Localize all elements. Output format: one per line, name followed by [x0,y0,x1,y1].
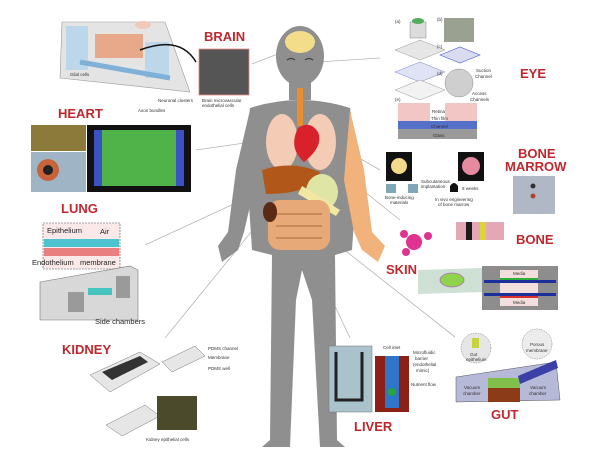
barrier-label-3: (endothelial [413,362,436,367]
gut-chip-panel: Gut epithelium Porous membrane Vacuum ch… [455,328,561,422]
bone-marrow-label-line2: MARROW [505,159,567,174]
kidney-label: KIDNEY [62,342,111,357]
barrier-label-4: mimic) [416,368,430,373]
invivo-label-1: In vivo engineering [435,197,473,202]
vacuum-chamber-right-2: chamber [529,391,547,396]
kidney-cells-label: Kidney epithelial cells [146,437,190,442]
kidney-chip-panel: PDMS channel Membrane PDMS well Kidney e… [62,342,238,442]
bmec-label-line2: endothelial cells [202,103,235,108]
epithelium-label: Epithelium [47,226,82,235]
lung-label: LUNG [61,201,98,216]
skin-label: SKIN [386,262,417,277]
eye-chip-panel: (a) (b) (c) (d) (e) Suction Channel Acce… [394,17,546,139]
eye-panel-e-label: (e) [395,97,401,102]
kidney-organ [263,202,277,222]
vacuum-chamber-left-1: Vacuum [464,385,480,390]
barrier-label-2: barrier [415,356,429,361]
barrier-label-1: Microfluidic [413,350,436,355]
bone-marrow-label-line1: BONE [518,146,556,161]
skin-chip-panel: Media Media SKIN [386,262,558,310]
pdms-channel-label: PDMS channel [208,346,238,351]
eye-channel-label: Channel [431,124,448,129]
materials-label-2: materials [390,200,409,205]
porous-membrane-label-2: membrane [526,348,548,353]
eye-panel-b-label: (b) [437,17,443,22]
suction-channel-label-2: Channel [475,74,492,79]
eye-panel-d-label: (d) [437,71,443,76]
invivo-label-2: of bone marrow [438,202,470,207]
access-channels-label-1: Access [472,91,487,96]
kidney-membrane-label: Membrane [208,355,230,360]
cell-inlet-label: Cell inlet [383,345,401,350]
porous-membrane-label-1: Porous [530,342,545,347]
implant-label-1: Subcutaneous [421,179,451,184]
gut-label: GUT [491,407,519,422]
heart-organ [294,124,320,162]
brain-label: BRAIN [204,29,245,44]
weeks-label: 8 weeks [462,186,479,191]
eye-label: EYE [520,66,546,81]
glass-label: Glass [433,133,445,138]
skin-media-top-label: Media [513,271,526,276]
gut-epithelium-label-1: Gut [470,352,478,357]
membrane-label: membrane [80,258,116,267]
brain-micrograph [198,48,250,96]
vacuum-chamber-left-2: chamber [463,391,481,396]
air-label: Air [100,227,110,236]
nutrient-flow-label: Nutrient flow [411,382,437,387]
neuronal-clusters-label: Neuronal clusters [158,98,194,103]
implant-label-2: implantation [421,184,446,189]
skin-media-bottom-label: Media [513,300,526,305]
brain-organ [285,31,315,53]
glial-cells-label: Glial cells [70,72,90,77]
retina-label: Retina [432,109,446,114]
lung-chip-panel: Epithelium Air Endothelium membrane Side… [32,201,145,326]
mouse-icon [450,183,458,192]
side-chambers-label: Side chambers [95,317,145,326]
pdms-well-label: PDMS well [208,366,230,371]
heart-chip-panel: HEART [31,106,191,192]
liver-organ [262,165,320,194]
eye-panel-c-label: (c) [437,44,443,49]
liver-label: LIVER [354,419,393,434]
liver-chip-panel: Cell inlet Microfluidic barrier (endothe… [328,345,437,434]
access-channels-label-2: Channels [470,97,490,102]
bmec-label-line1: Brain microvascular [202,98,242,103]
bone-label: BONE [516,232,554,247]
heart-label: HEART [58,106,103,121]
axon-bundles-label: Axon bundles [138,108,166,113]
endothelium-label: Endothelium [32,258,74,267]
trachea-organ [297,88,303,126]
suction-channel-label-1: Suction [476,68,492,73]
bone-chip-panel: BONE [400,222,554,256]
thin-film-label: Thin film [431,116,448,121]
left-lung-organ [266,114,298,170]
gut-epithelium-label-2: epithelium [466,357,487,362]
materials-label-1: Bone-inducing [385,195,414,200]
brain-chip-panel: Glial cells Neuronal clusters Axon bundl… [59,21,250,113]
bone-marrow-chip-panel: Subcutaneous implantation 8 weeks Bone-i… [385,146,567,214]
eye-panel-a-label: (a) [395,19,401,24]
vacuum-chamber-right-1: Vacuum [530,385,546,390]
